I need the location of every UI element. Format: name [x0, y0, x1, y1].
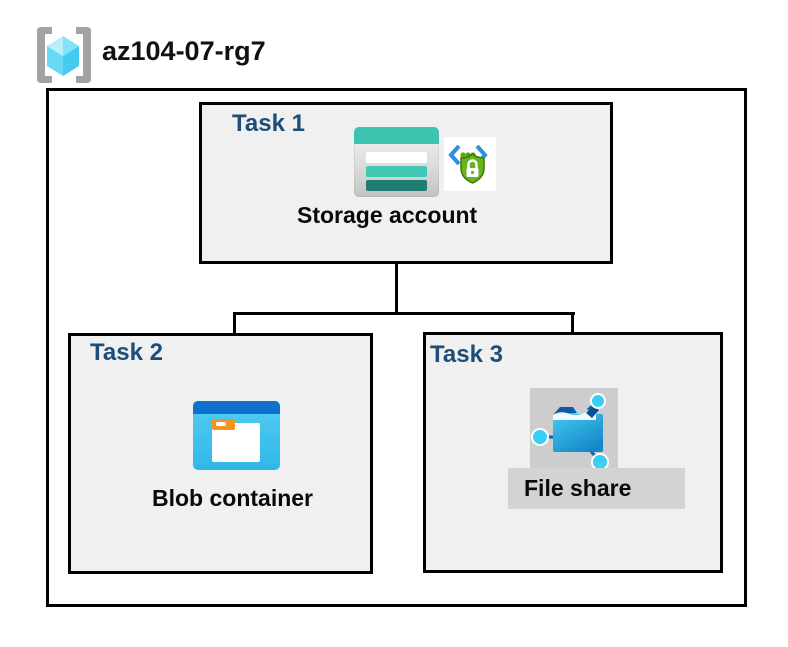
- resource-group-title: az104-07-rg7: [102, 36, 266, 66]
- dot: [460, 152, 466, 158]
- secure-access-icon: [444, 137, 496, 191]
- lock-keyhole: [470, 170, 475, 175]
- storage-icon-header: [354, 127, 439, 144]
- cube-shape: [47, 36, 79, 76]
- file-share-label: File share: [524, 475, 632, 501]
- storage-account-icon: [354, 127, 439, 197]
- connector-horizontal: [233, 312, 575, 315]
- blob-icon-header: [193, 401, 280, 414]
- storage-account-label: Storage account: [297, 202, 478, 228]
- folder-corner-shape: [586, 406, 599, 418]
- file-share-icon-backdrop: [530, 388, 618, 472]
- blob-folder-tab-dash: [216, 422, 226, 426]
- task1-box: Task 1 Storage account: [199, 102, 613, 264]
- storage-icon-stripe: [366, 180, 427, 191]
- resource-group-icon: [37, 27, 91, 83]
- folder-body-shape: [553, 414, 603, 452]
- blob-container-icon: [193, 401, 280, 470]
- blob-container-label: Blob container: [152, 485, 314, 511]
- connector-storage-stem: [395, 233, 398, 314]
- angle-left-icon: [448, 144, 461, 166]
- left-bracket-shape: [37, 27, 52, 83]
- task2-box: Task 2 Blob container: [68, 333, 373, 574]
- task2-label: Task 2: [90, 339, 163, 366]
- task3-box: Task 3 Fi: [423, 332, 723, 573]
- task3-label: Task 3: [430, 341, 503, 368]
- share-node: [531, 428, 549, 446]
- file-share-label-backdrop: [508, 468, 685, 509]
- storage-icon-stripe: [366, 152, 427, 163]
- share-node: [590, 393, 606, 409]
- storage-icon-stripe: [366, 166, 427, 177]
- folder-paper-shape: [553, 411, 596, 420]
- file-share-icon: [531, 393, 609, 471]
- right-bracket-shape: [76, 27, 91, 83]
- lock-shackle-icon: [467, 159, 478, 168]
- blob-folder-tab: [212, 419, 235, 430]
- task1-label: Task 1: [232, 110, 305, 137]
